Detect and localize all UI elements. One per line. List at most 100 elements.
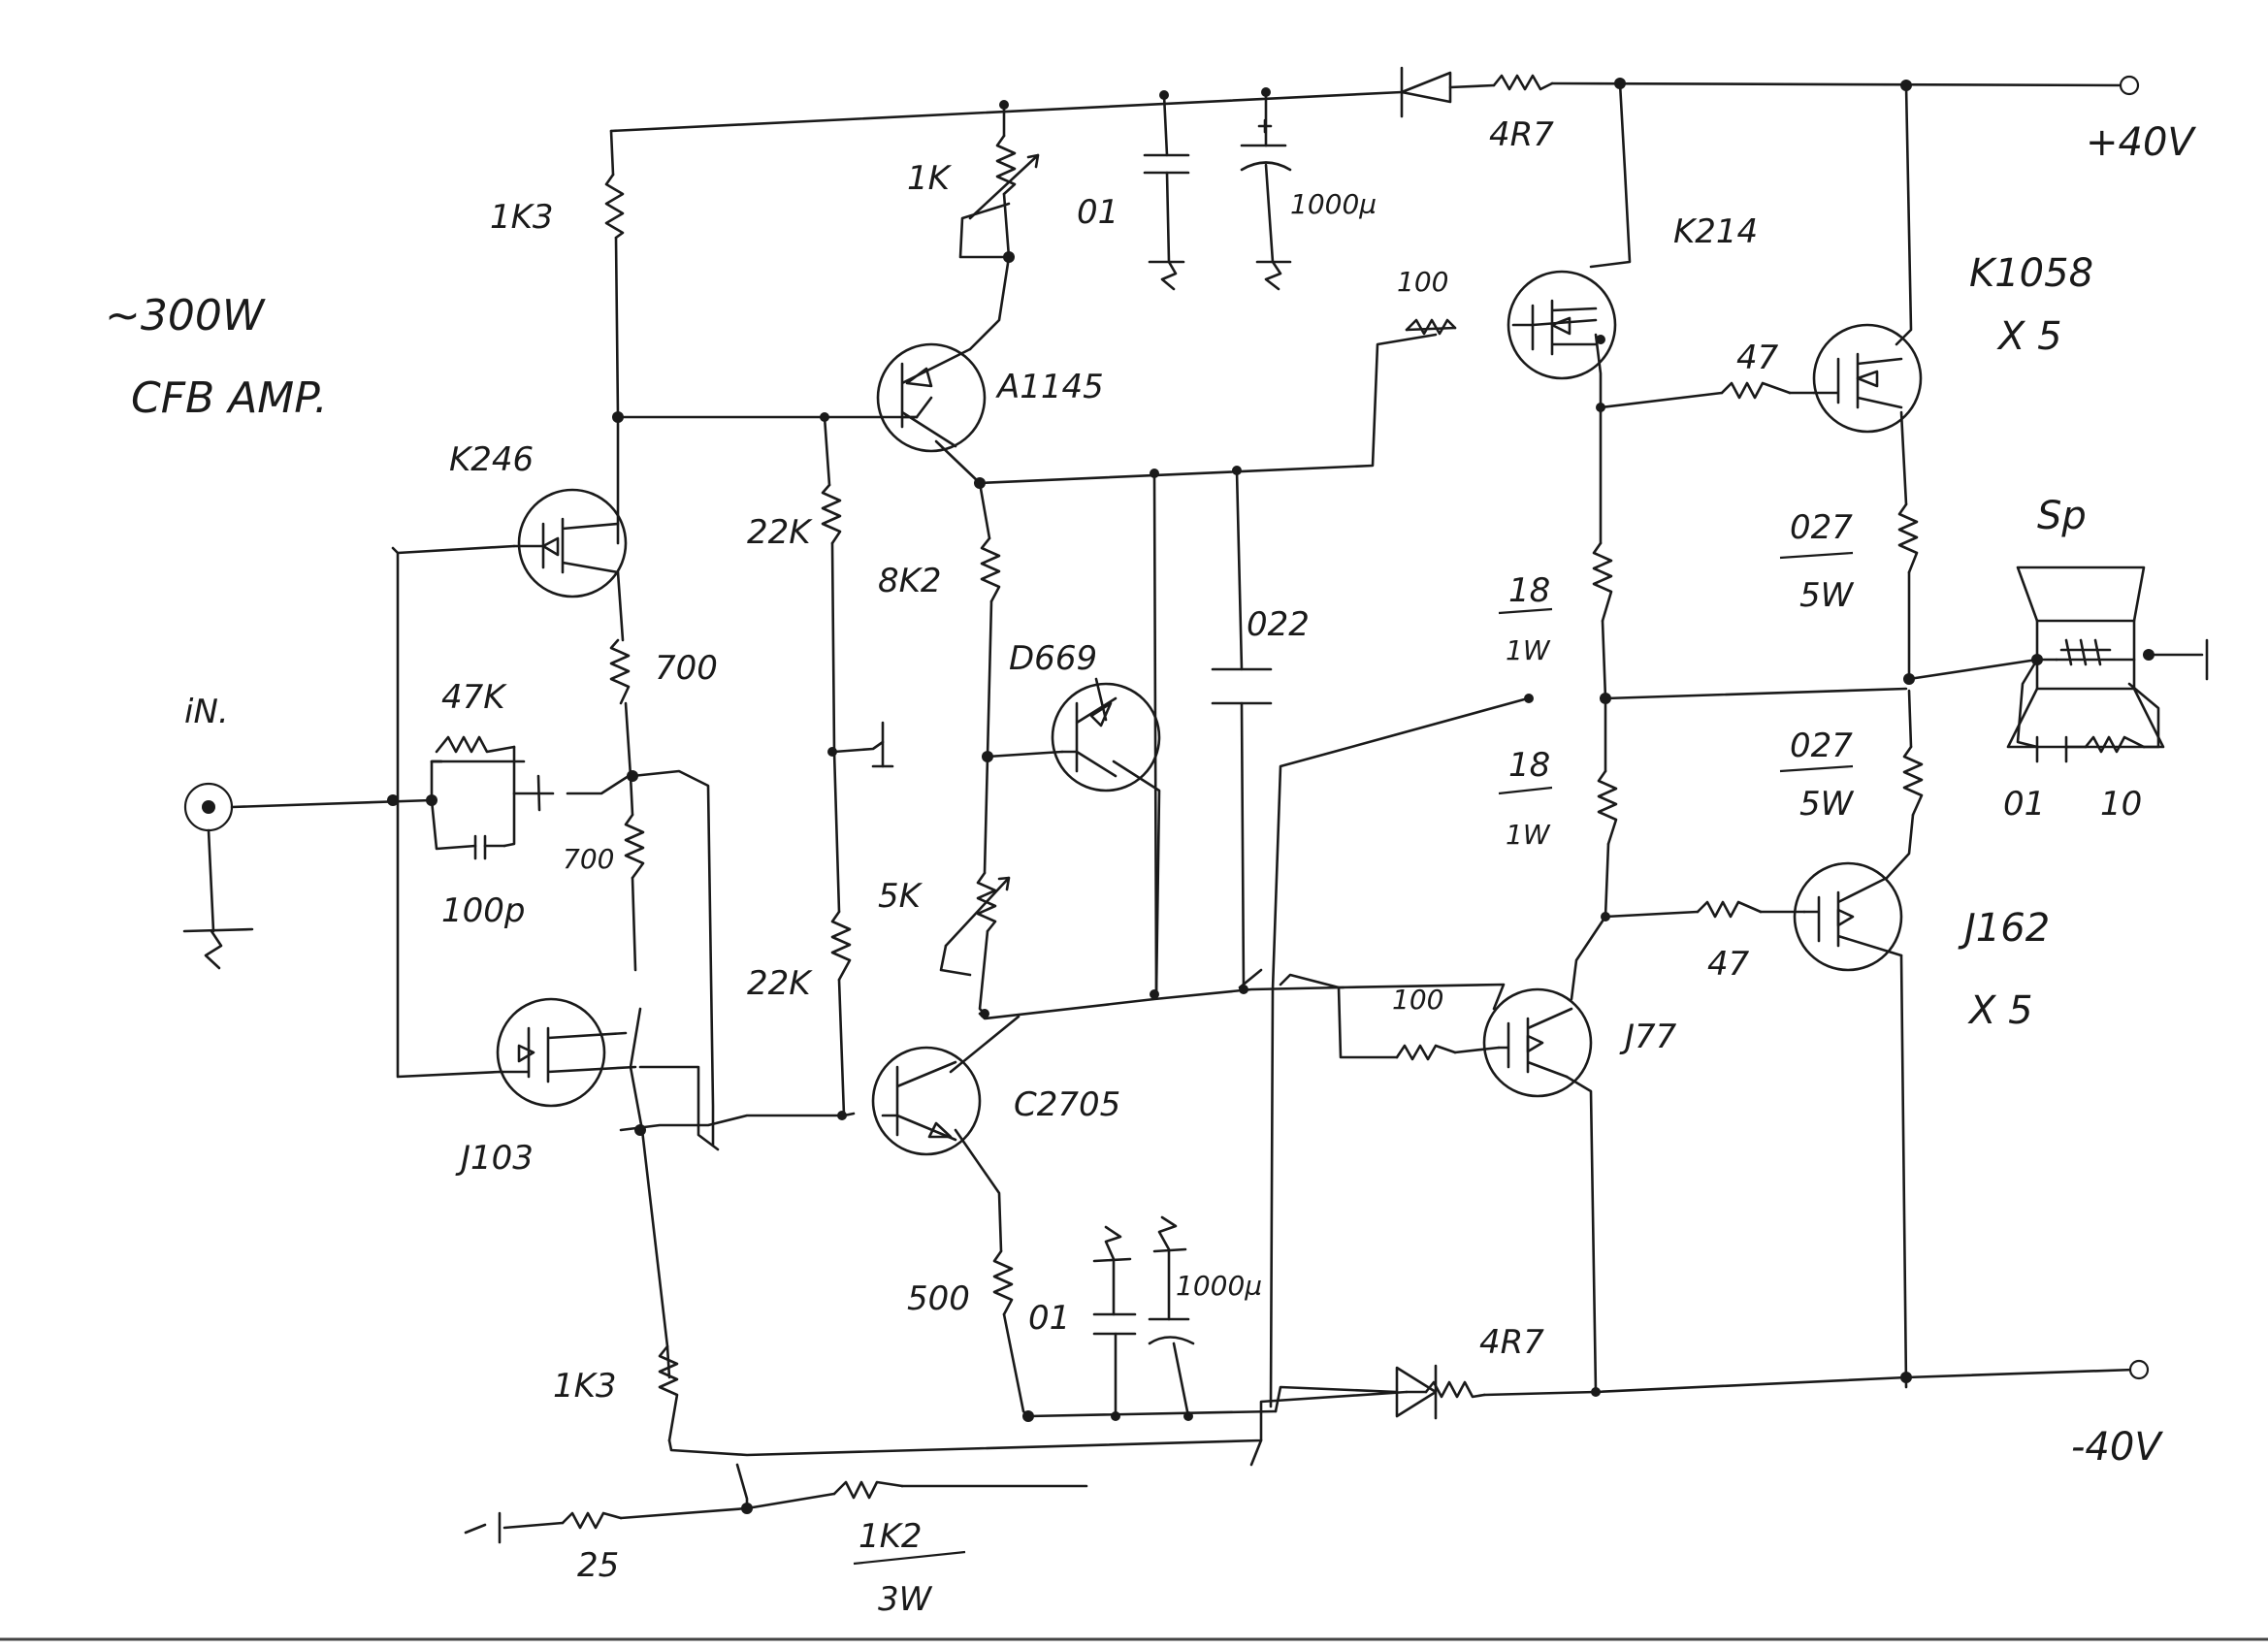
label-k1058-count: X 5	[1996, 314, 2062, 359]
rail-positive-label: +40V	[2086, 120, 2196, 165]
label-r-100-top: 100	[1397, 266, 1448, 298]
resistor-100-bottom	[1395, 1044, 1457, 1061]
j103-body	[496, 997, 606, 1108]
resistor-4r7-top	[1492, 74, 1554, 91]
rail-negative-label: -40V	[2071, 1425, 2163, 1470]
resistor-symbols	[435, 74, 2146, 1530]
title-line2: CFB AMP.	[131, 373, 328, 423]
resistor-47k	[435, 735, 516, 754]
label-r-1k3-bottom: 1K3	[553, 1367, 617, 1406]
resistor-027-top	[1897, 502, 1919, 574]
label-c-1000u-top: 1000µ	[1290, 188, 1377, 220]
label-r-1k2: 1K2	[859, 1517, 923, 1556]
label-r-1k-trim: 1K	[907, 159, 953, 198]
label-k214: K214	[1673, 212, 1758, 251]
label-r-47k: 47K	[441, 678, 507, 717]
label-r-027-bottom: 027	[1790, 727, 1853, 765]
label-r-700-b: 700	[563, 843, 614, 875]
capacitor-1000u-top	[1240, 144, 1292, 172]
resistor-5k-trim-arrow	[944, 876, 1011, 948]
a1145-body	[876, 342, 987, 453]
resistor-500	[992, 1249, 1014, 1316]
label-r-4r7-bottom: 4R7	[1479, 1323, 1544, 1362]
resistor-1k3-top	[604, 173, 625, 240]
label-r-8k2: 8K2	[878, 562, 942, 600]
resistor-1k3-bottom	[658, 1344, 679, 1442]
resistor-700-a	[609, 638, 631, 705]
label-r-18-top: 18	[1508, 571, 1550, 610]
label-r-5k-trim: 5K	[878, 877, 923, 916]
label-r-18-bottom: 18	[1508, 746, 1550, 785]
resistor-1k2	[832, 1480, 904, 1500]
label-c-zobel: 01	[2003, 785, 2045, 824]
j77-body	[1482, 987, 1593, 1098]
title-line1: ~300W	[105, 291, 266, 340]
diode-symbols	[1395, 66, 1452, 1420]
resistor-47-top	[1720, 381, 1792, 400]
label-k246: K246	[449, 440, 534, 479]
resistor-1k-trim-arrow	[968, 153, 1040, 220]
capacitor-1000u-bottom	[1148, 1317, 1195, 1345]
resistor-25	[561, 1511, 623, 1530]
c2705-body	[871, 1046, 982, 1156]
capacitor-01-bottom	[1092, 1312, 1137, 1336]
label-r-027-top: 027	[1790, 508, 1853, 547]
label-r-47-top: 47	[1736, 339, 1779, 377]
wires	[182, 81, 2209, 1544]
label-speaker: Sp	[2037, 494, 2087, 538]
diode-top	[1400, 66, 1452, 118]
label-j162: J162	[1958, 906, 2050, 951]
label-r-47-bottom: 47	[1707, 945, 1750, 984]
capacitor-01-top	[1143, 153, 1190, 175]
label-r-027-bottom-w: 5W	[1799, 785, 1855, 824]
capacitor-symbols	[473, 118, 2068, 1345]
capacitor-100p	[473, 834, 487, 860]
j162-body	[1793, 861, 1903, 972]
k1058-body	[1812, 323, 1923, 434]
labels: ~300W CFB AMP. +40V -40V iN. K246 J103 A…	[105, 115, 2196, 1619]
capacitor-022	[1211, 667, 1273, 705]
label-r-18-top-w: 1W	[1506, 634, 1551, 666]
resistor-18-top	[1592, 541, 1613, 623]
label-c-100p: 100p	[441, 891, 525, 930]
d669-body	[1051, 682, 1161, 792]
label-r-4r7-top: 4R7	[1489, 115, 1554, 154]
input-label: iN.	[184, 693, 229, 731]
resistor-zobel	[2084, 735, 2146, 754]
label-r-25: 25	[577, 1546, 619, 1585]
resistor-100-top	[1405, 318, 1457, 336]
resistor-18-bottom	[1597, 769, 1618, 846]
label-r-027-top-w: 5W	[1799, 576, 1855, 615]
diode-bottom	[1395, 1364, 1438, 1420]
resistor-8k2	[980, 536, 1001, 603]
label-r-22k-a: 22K	[747, 513, 813, 552]
k246-body	[517, 488, 628, 598]
resistor-027-bottom	[1902, 745, 1924, 817]
capacitor-zobel	[2035, 735, 2068, 763]
junction-dots	[387, 75, 2155, 1514]
label-r-22k-b: 22K	[747, 964, 813, 1003]
k214-body	[1507, 270, 1617, 380]
label-j103: J103	[455, 1139, 534, 1178]
label-r-zobel: 10	[2100, 785, 2142, 824]
label-c2705: C2705	[1014, 1085, 1120, 1124]
resistor-22k-b	[830, 910, 852, 982]
label-r-1k2-w: 3W	[878, 1580, 933, 1619]
label-r-100-bottom: 100	[1392, 984, 1443, 1016]
resistor-700-b	[624, 813, 645, 880]
label-c-1000u-bottom: 1000µ	[1176, 1270, 1262, 1302]
resistor-47-bottom	[1696, 900, 1763, 919]
label-r-18-bottom-w: 1W	[1506, 819, 1551, 851]
label-d669: D669	[1009, 639, 1097, 678]
label-k1058: K1058	[1969, 251, 2093, 296]
transistor-symbols	[496, 270, 1923, 1156]
label-r-1k3-top: 1K3	[490, 198, 554, 237]
resistor-1k-trim	[995, 134, 1017, 196]
label-r-700-a: 700	[655, 649, 718, 688]
label-a1145: A1145	[995, 368, 1104, 406]
label-c-01-top: 01	[1077, 193, 1118, 232]
label-c-022: 022	[1247, 605, 1310, 644]
speaker-symbol	[2006, 566, 2165, 749]
